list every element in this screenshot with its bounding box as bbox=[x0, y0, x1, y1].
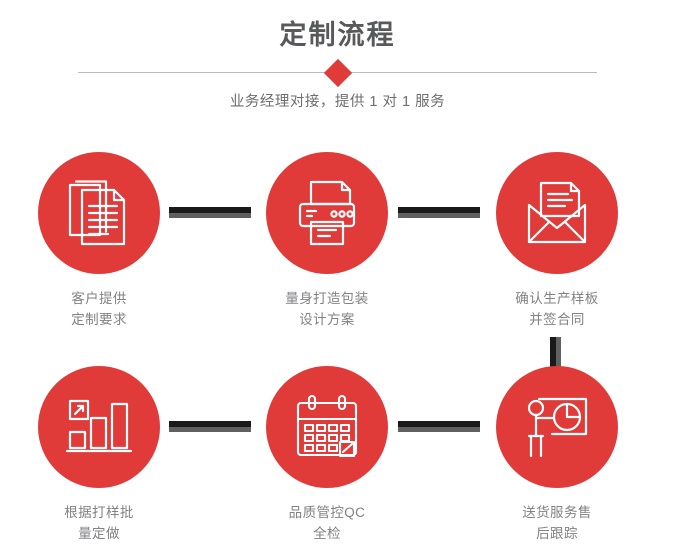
flow-step-5[interactable]: 品质管控QC 全检 bbox=[247, 366, 407, 544]
connector-step4-step5 bbox=[169, 421, 251, 432]
page-title: 定制流程 bbox=[279, 20, 396, 50]
connector-bar-light bbox=[169, 213, 251, 218]
connector-bar-dark bbox=[398, 207, 480, 213]
flow-step-3-label: 确认生产样板 并签合同 bbox=[515, 291, 599, 327]
flow-step-6-label: 送货服务售 后跟踪 bbox=[522, 505, 592, 541]
flow-step-2[interactable]: 量身打造包装 设计方案 bbox=[247, 152, 407, 330]
flow-step-4-circle bbox=[38, 366, 160, 488]
flow-step-1-label: 客户提供 定制要求 bbox=[71, 291, 127, 327]
connector-bar-light bbox=[398, 427, 480, 432]
flow-step-3-circle bbox=[496, 152, 618, 274]
connector-step1-step2 bbox=[169, 207, 251, 218]
presenter-pie-chart-icon bbox=[522, 394, 592, 460]
flow-step-2-label: 量身打造包装 设计方案 bbox=[285, 291, 369, 327]
flow-step-5-label: 品质管控QC 全检 bbox=[288, 505, 366, 541]
connector-step3-step4-vertical bbox=[550, 337, 561, 369]
connector-bar-light bbox=[398, 213, 480, 218]
flow-step-5-circle bbox=[266, 366, 388, 488]
flow-step-6[interactable]: 送货服务售 后跟踪 bbox=[477, 366, 637, 544]
connector-bar-dark bbox=[169, 207, 251, 213]
connector-bar-dark bbox=[398, 421, 480, 427]
connector-bar-dark bbox=[550, 337, 556, 369]
envelope-document-icon bbox=[521, 180, 593, 246]
connector-bar-light bbox=[556, 337, 561, 369]
flow-step-4-label: 根据打样批 量定做 bbox=[64, 505, 134, 541]
connector-step2-step3 bbox=[398, 207, 480, 218]
flow-step-1[interactable]: 客户提供 定制要求 bbox=[19, 152, 179, 330]
printer-icon bbox=[292, 178, 362, 248]
flow-step-4[interactable]: 根据打样批 量定做 bbox=[19, 366, 179, 544]
header-section: 定制流程 业务经理对接，提供 1 对 1 服务 bbox=[0, 0, 675, 130]
connector-bar-light bbox=[169, 427, 251, 432]
connector-step5-step6 bbox=[398, 421, 480, 432]
calendar-icon bbox=[292, 394, 362, 460]
connector-bar-dark bbox=[169, 421, 251, 427]
flow-step-6-circle bbox=[496, 366, 618, 488]
header-subtitle: 业务经理对接，提供 1 对 1 服务 bbox=[229, 94, 446, 110]
flow-step-2-circle bbox=[266, 152, 388, 274]
flow-step-1-circle bbox=[38, 152, 160, 274]
flow-step-3[interactable]: 确认生产样板 并签合同 bbox=[477, 152, 637, 330]
title-divider bbox=[78, 58, 597, 88]
bar-chart-growth-icon bbox=[65, 396, 133, 458]
documents-stack-icon bbox=[66, 178, 132, 248]
